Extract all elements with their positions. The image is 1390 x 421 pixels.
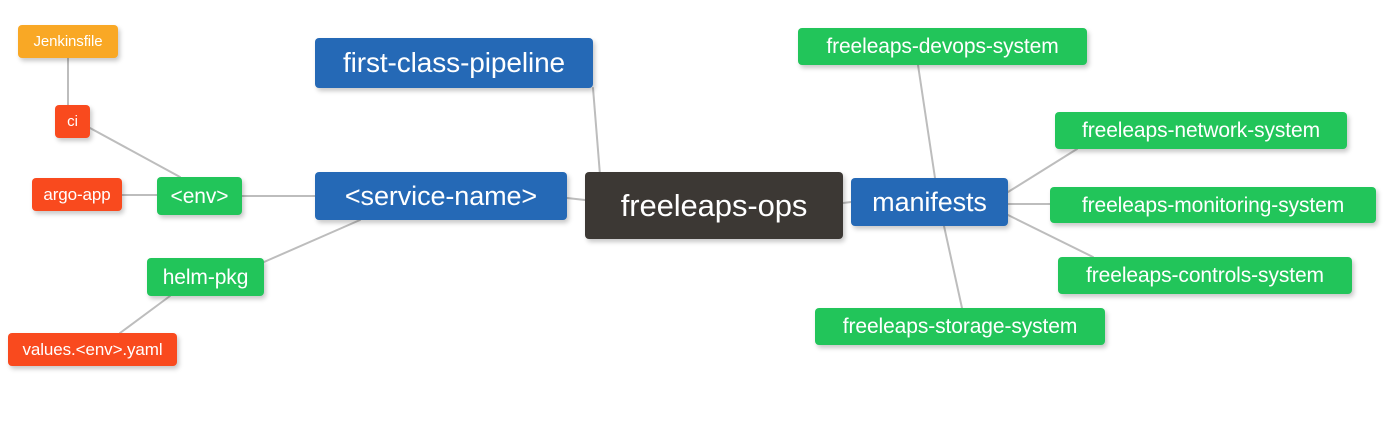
node-label-jenkinsfile: Jenkinsfile [33,33,103,50]
node-label-service-name: <service-name> [344,180,538,211]
edge-manifests-to-freeleaps-network-system [1007,148,1078,193]
node-first-class-pipeline[interactable]: first-class-pipeline [315,38,593,88]
edge-manifests-to-freeleaps-devops-system [917,64,936,179]
node-jenkinsfile[interactable]: Jenkinsfile [18,25,118,58]
node-label-freeleaps-ops: freeleaps-ops [620,188,808,223]
edge-manifests-to-freeleaps-storage-system [943,225,963,309]
node-label-freeleaps-devops-system: freeleaps-devops-system [826,35,1059,58]
node-manifests[interactable]: manifests [851,178,1008,226]
node-ci[interactable]: ci [55,105,90,138]
node-label-freeleaps-storage-system: freeleaps-storage-system [842,315,1078,338]
node-values-env-yaml[interactable]: values.<env>.yaml [8,333,177,366]
node-freeleaps-monitoring-system[interactable]: freeleaps-monitoring-system [1050,187,1376,223]
node-label-env: <env> [170,184,229,208]
node-freeleaps-network-system[interactable]: freeleaps-network-system [1055,112,1347,149]
node-label-manifests: manifests [872,186,987,217]
edge-service-name-to-helm-pkg [263,219,361,263]
node-label-freeleaps-controls-system: freeleaps-controls-system [1086,264,1324,287]
node-helm-pkg[interactable]: helm-pkg [147,258,264,296]
node-service-name[interactable]: <service-name> [315,172,567,220]
edge-manifests-to-freeleaps-controls-system [1007,214,1094,258]
node-argo-app[interactable]: argo-app [32,178,122,211]
node-label-freeleaps-network-system: freeleaps-network-system [1081,119,1320,142]
edge-env-to-ci [89,127,181,178]
node-freeleaps-storage-system[interactable]: freeleaps-storage-system [815,308,1105,345]
edge-freeleaps-ops-to-manifests [842,201,852,204]
node-label-ci: ci [67,113,78,130]
node-label-freeleaps-monitoring-system: freeleaps-monitoring-system [1081,193,1345,217]
node-env[interactable]: <env> [157,177,242,215]
edge-helm-pkg-to-values-env-yaml [119,295,171,334]
node-freeleaps-devops-system[interactable]: freeleaps-devops-system [798,28,1087,65]
edge-freeleaps-ops-to-service-name [566,197,586,201]
node-freeleaps-ops[interactable]: freeleaps-ops [585,172,843,239]
node-label-first-class-pipeline: first-class-pipeline [342,47,566,78]
node-freeleaps-controls-system[interactable]: freeleaps-controls-system [1058,257,1352,294]
edge-freeleaps-ops-to-first-class-pipeline [592,87,601,176]
node-label-argo-app: argo-app [43,185,111,204]
node-label-values-env-yaml: values.<env>.yaml [22,340,163,359]
node-label-helm-pkg: helm-pkg [162,265,249,289]
